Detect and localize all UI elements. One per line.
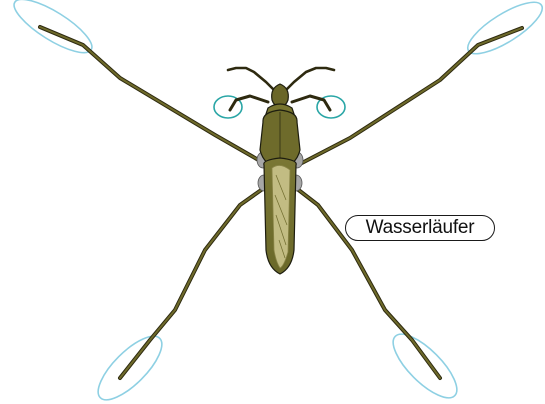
antenna-left — [228, 68, 276, 92]
species-label-text: Wasserläufer — [366, 217, 475, 239]
antenna-right — [284, 68, 334, 92]
ripple-front-right — [461, 0, 545, 63]
wing-highlight — [272, 165, 290, 268]
species-label: Wasserläufer — [345, 215, 495, 241]
insect-body — [260, 84, 300, 274]
ripple-back-right — [384, 325, 466, 404]
